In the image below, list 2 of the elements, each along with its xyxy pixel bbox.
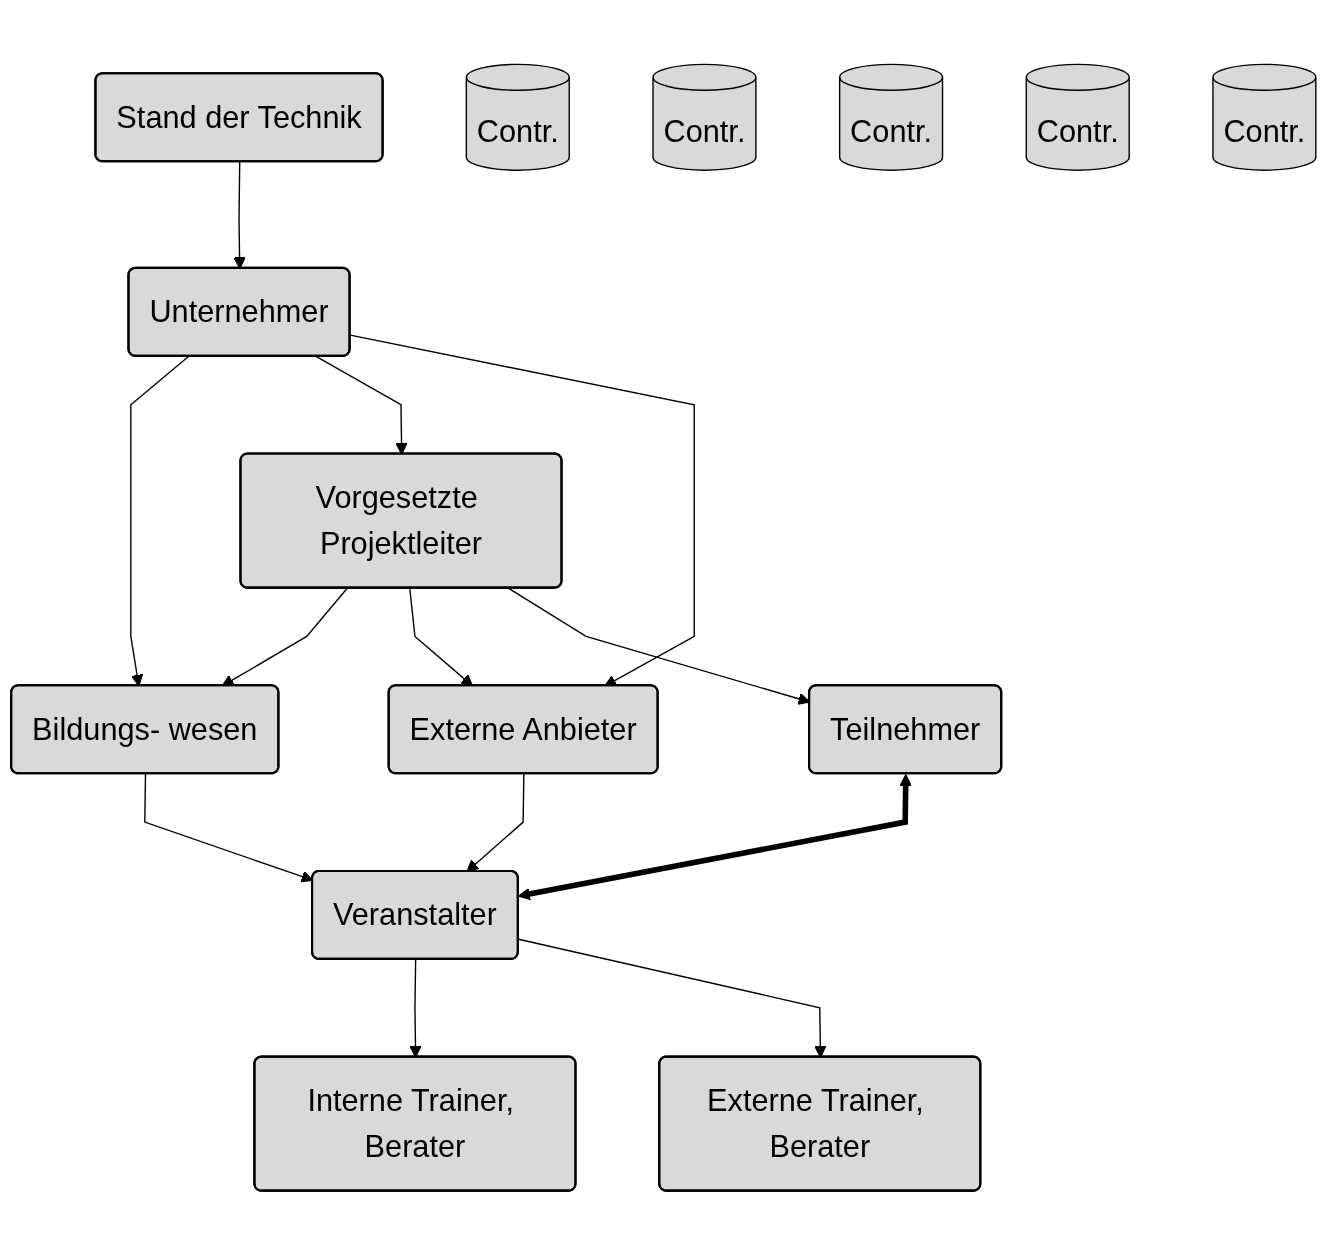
arrow [517,773,912,901]
arrow [144,773,314,883]
